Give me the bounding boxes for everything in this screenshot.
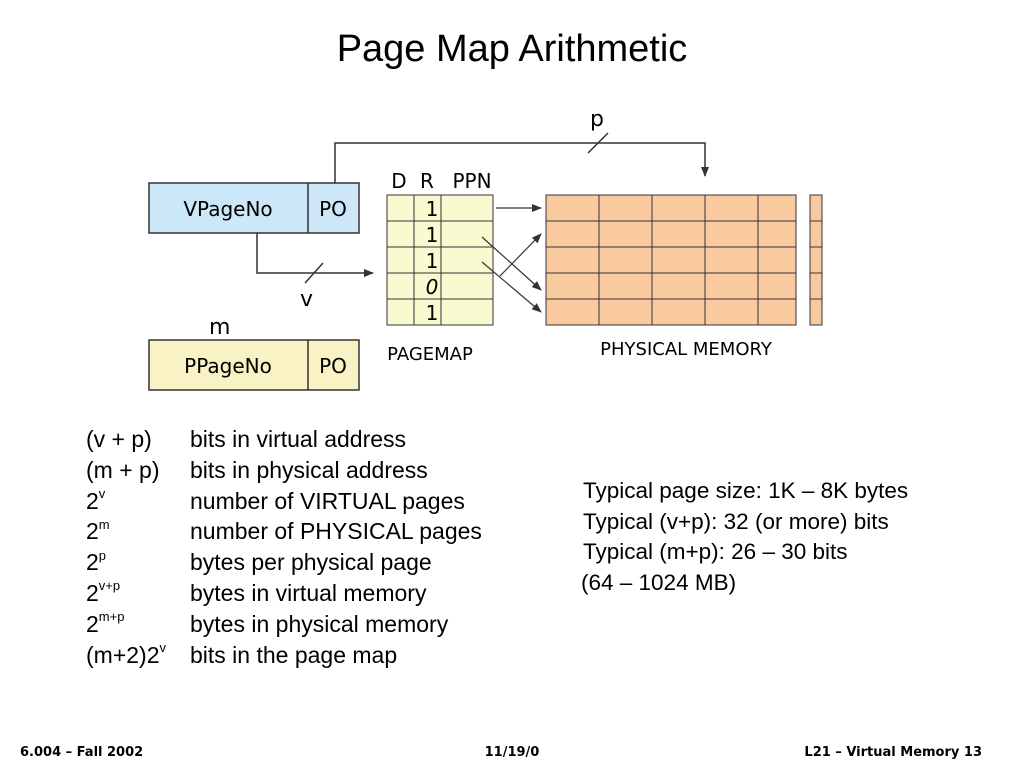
definition-expression: 2v (86, 486, 190, 517)
physical-memory-label: PHYSICAL MEMORY (600, 339, 773, 360)
p-label: p (590, 107, 604, 132)
typical-line: Typical (v+p): 32 (or more) bits (583, 508, 889, 534)
definitions-list: (v + p) bits in virtual address (m + p) bit… (86, 424, 482, 670)
definition-expression: (m+2)2v (86, 640, 190, 671)
vpageno-field: VPageNo (183, 197, 272, 221)
expression-base: 2 (86, 549, 99, 576)
v-connector (256, 233, 374, 277)
definition-expression: (v + p) (86, 424, 190, 455)
pagemap-header-r: R (420, 169, 434, 193)
expression-exponent: v (159, 639, 167, 655)
footer-date: 11/19/0 (484, 745, 540, 760)
physical-po-field: PO (319, 354, 347, 378)
footer-lecture: L21 – Virtual Memory 13 (804, 745, 982, 760)
typical-line: (64 – 1024 MB) (581, 569, 737, 595)
expression-exponent: m+p (98, 609, 125, 625)
expression-base: 2 (86, 610, 99, 637)
footer-course: 6.004 – Fall 2002 (20, 745, 144, 760)
definition-description: number of VIRTUAL pages (190, 487, 465, 514)
pagemap-label: PAGEMAP (387, 344, 473, 365)
expression-base: (v + p) (86, 426, 152, 452)
v-label: v (300, 287, 313, 312)
expression-exponent: v (98, 485, 106, 501)
definition-description: bits in the page map (190, 641, 398, 668)
typical-line: Typical page size: 1K – 8K bytes (583, 478, 909, 503)
definition-description: bits in physical address (190, 456, 428, 483)
virtual-address: VPageNo PO (148, 182, 360, 234)
expression-exponent: v+p (98, 578, 121, 594)
expression-base: 2 (86, 579, 99, 606)
definition-expression: 2m (86, 516, 190, 547)
definition-expression: 2v+p (86, 578, 190, 609)
definition-row: (m + p) bits in physical address (86, 455, 482, 486)
physical-address: PPageNo PO (148, 339, 360, 391)
definition-row: (v + p) bits in virtual address (86, 424, 482, 455)
expression-base: (m+2)2 (86, 641, 160, 668)
pagemap-header-ppn: PPN (452, 169, 491, 193)
pagemap-r-bit: 1 (426, 301, 439, 325)
definition-description: bytes in virtual memory (190, 579, 427, 606)
virtual-po-field: PO (319, 197, 347, 221)
pagemap-table: 1 1 1 0 1 (386, 194, 494, 326)
definition-expression: (m + p) (86, 455, 190, 486)
expression-base: (m + p) (86, 456, 160, 483)
definition-description: bits in virtual address (190, 426, 407, 452)
pagemap-r-bit: 1 (426, 223, 439, 247)
mapping-arrows (481, 204, 542, 313)
pagemap-r-bit: 0 (426, 275, 439, 299)
m-label: m (209, 315, 230, 340)
pagemap-r-bit: 1 (426, 197, 439, 221)
slide-title: Page Map Arithmetic (336, 28, 688, 70)
page-map-diagram: p v VPageNo PO m PPageNo PO D R PPN 1 1 … (148, 107, 823, 391)
typical-line: Typical (m+p): 26 – 30 bits (583, 539, 848, 564)
definition-description: bytes in physical memory (190, 610, 449, 637)
expression-base: 2 (86, 518, 99, 545)
definition-description: bytes per physical page (190, 549, 432, 576)
pagemap-r-bit: 1 (426, 249, 439, 273)
pagemap-header-d: D (391, 169, 406, 193)
definition-description: number of PHYSICAL pages (190, 518, 482, 545)
expression-base: 2 (86, 487, 99, 514)
p-connector (334, 142, 709, 183)
v-slash (304, 262, 324, 284)
ppageno-field: PPageNo (184, 354, 272, 378)
physical-memory-grid (545, 194, 823, 326)
expression-exponent: m (98, 516, 110, 532)
definition-expression: 2m+p (86, 609, 190, 640)
typical-values: Typical page size: 1K – 8K bytes Typical… (581, 476, 909, 598)
definition-expression: 2p (86, 547, 190, 578)
p-slash (587, 132, 609, 154)
expression-exponent: p (98, 547, 107, 563)
